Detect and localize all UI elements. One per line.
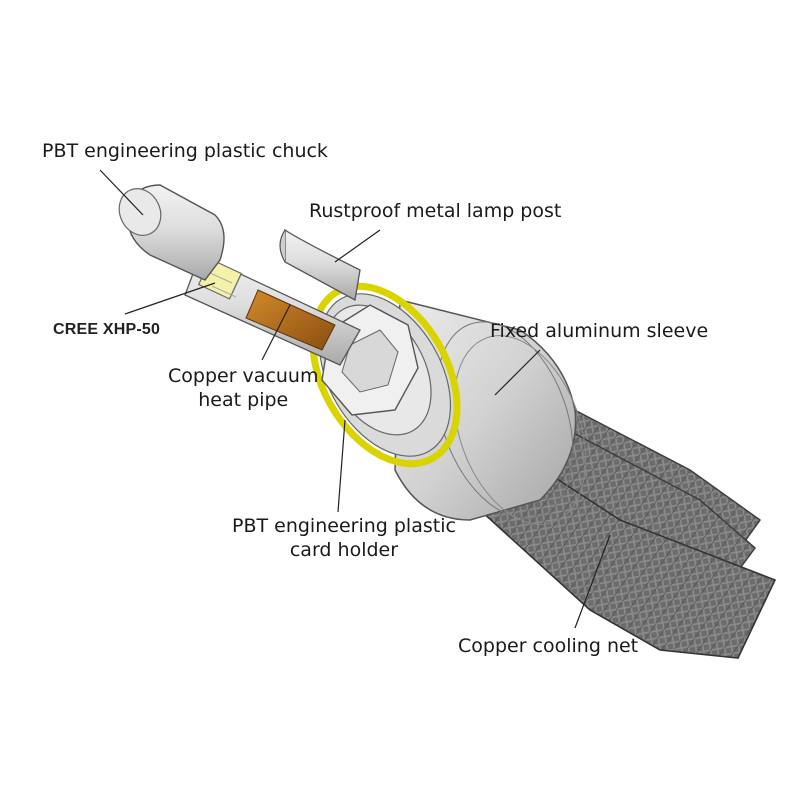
- leader-chuck: [99, 169, 144, 216]
- braid-strip-front: [479, 443, 777, 659]
- leader-sleeve: [494, 349, 541, 396]
- label-aluminum-sleeve: Fixed aluminum sleeve: [490, 320, 709, 342]
- leader-cooling-net: [574, 534, 611, 629]
- label-cooling-net: Copper cooling net: [458, 635, 639, 657]
- metal-lamp-post: [279, 228, 361, 302]
- copper-heat-pipe: [245, 289, 336, 351]
- label-heat-pipe-line2: heat pipe: [198, 389, 289, 411]
- leader-holder: [337, 419, 346, 513]
- label-card-holder-line2: card holder: [289, 539, 399, 561]
- label-cree-led: CREE XHP-50: [53, 321, 161, 338]
- leader-lines: [99, 169, 611, 629]
- label-heat-pipe-line1: Copper vacuum: [168, 365, 319, 387]
- plastic-chuck: [118, 184, 225, 281]
- leader-lamp-post: [334, 229, 381, 263]
- leader-heat-pipe: [261, 304, 291, 361]
- leader-cree: [124, 282, 216, 315]
- label-lamp-post: Rustproof metal lamp post: [309, 200, 562, 222]
- label-card-holder-line1: PBT engineering plastic: [232, 515, 456, 537]
- label-plastic-chuck: PBT engineering plastic chuck: [42, 140, 328, 162]
- aluminum-sleeve: [394, 299, 587, 525]
- label-card-holder: PBT engineering plastic card holder: [232, 514, 456, 562]
- label-heat-pipe: Copper vacuum heat pipe: [168, 364, 318, 412]
- yellow-ring: [309, 282, 461, 468]
